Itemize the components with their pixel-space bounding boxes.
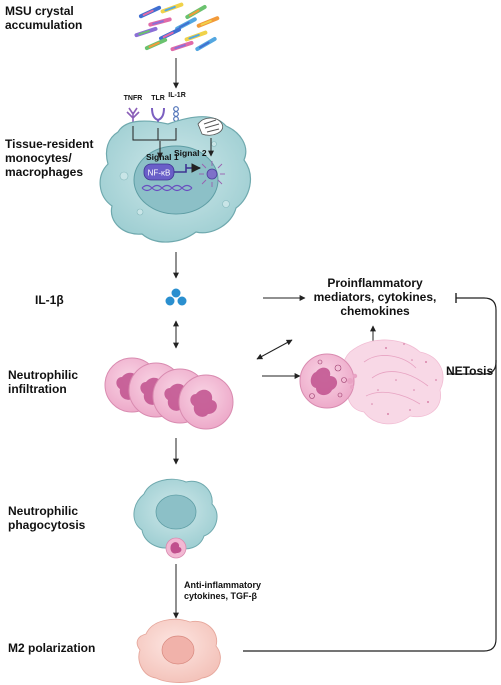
netosis-neutrophil-illustration: [299, 339, 444, 425]
msu-crystal-highlight: [200, 19, 212, 26]
stage-label-neutrophilic-infiltration: Neutrophilic infiltration: [8, 368, 79, 396]
msu-crystal-highlight: [162, 31, 174, 39]
m2-macrophage-illustration: [136, 618, 221, 683]
signal-1-label: Signal 1: [146, 152, 179, 162]
msu-crystal-highlight: [138, 30, 150, 36]
msu-crystal-highlight: [174, 44, 186, 50]
netosis-label: NETosis: [446, 364, 494, 378]
il1b-cytokine-icon: [165, 288, 187, 306]
anti-inflammatory-label: Anti-inflammatory cytokines, TGF-β: [184, 580, 262, 601]
m2-feedback-line: [243, 360, 497, 652]
phagocytosis-macrophage-illustration: [133, 478, 218, 559]
msu-crystal-highlight: [178, 21, 190, 29]
signal-2-label: Signal 2: [174, 148, 207, 158]
netosis-feedback-bracket: [448, 297, 497, 375]
nfkb-label: NF-κB: [148, 169, 171, 178]
msu-crystal-highlight: [188, 33, 200, 40]
il1r-label: IL-1R: [168, 92, 186, 99]
arrow-neutrophils-proinflammatory: [256, 339, 293, 360]
msu-crystal-highlight: [142, 9, 154, 16]
neutrophils-illustration: [104, 357, 234, 430]
msu-crystal-highlight: [188, 9, 200, 17]
msu-crystal-highlight: [152, 20, 164, 25]
stage-label-neutrophilic-phagocytosis: Neutrophilic phagocytosis: [8, 504, 86, 532]
neutrophil-cell: [178, 374, 234, 430]
proinflammatory-label: Proinflammatory mediators, cytokines, ch…: [313, 276, 437, 318]
msu-crystal-highlight: [164, 5, 176, 12]
stage-label-m2: M2 polarization: [8, 641, 96, 655]
tnfr-label: TNFR: [124, 95, 143, 102]
stage-label-il1b: IL-1β: [35, 293, 64, 307]
macrophage-cell-illustration: [99, 116, 252, 243]
tlr-label: TLR: [151, 95, 165, 102]
inflammasome-icon: [199, 161, 225, 187]
msu-crystal-highlight: [148, 41, 160, 48]
stage-label-monocytes: Tissue-resident monocytes/ macrophages: [5, 137, 94, 179]
stage-label-msu: MSU crystal accumulation: [5, 4, 83, 32]
msu-crystal-highlight: [198, 41, 210, 49]
msu-crystals-illustration: [134, 2, 220, 52]
dna-icon: [141, 184, 193, 192]
